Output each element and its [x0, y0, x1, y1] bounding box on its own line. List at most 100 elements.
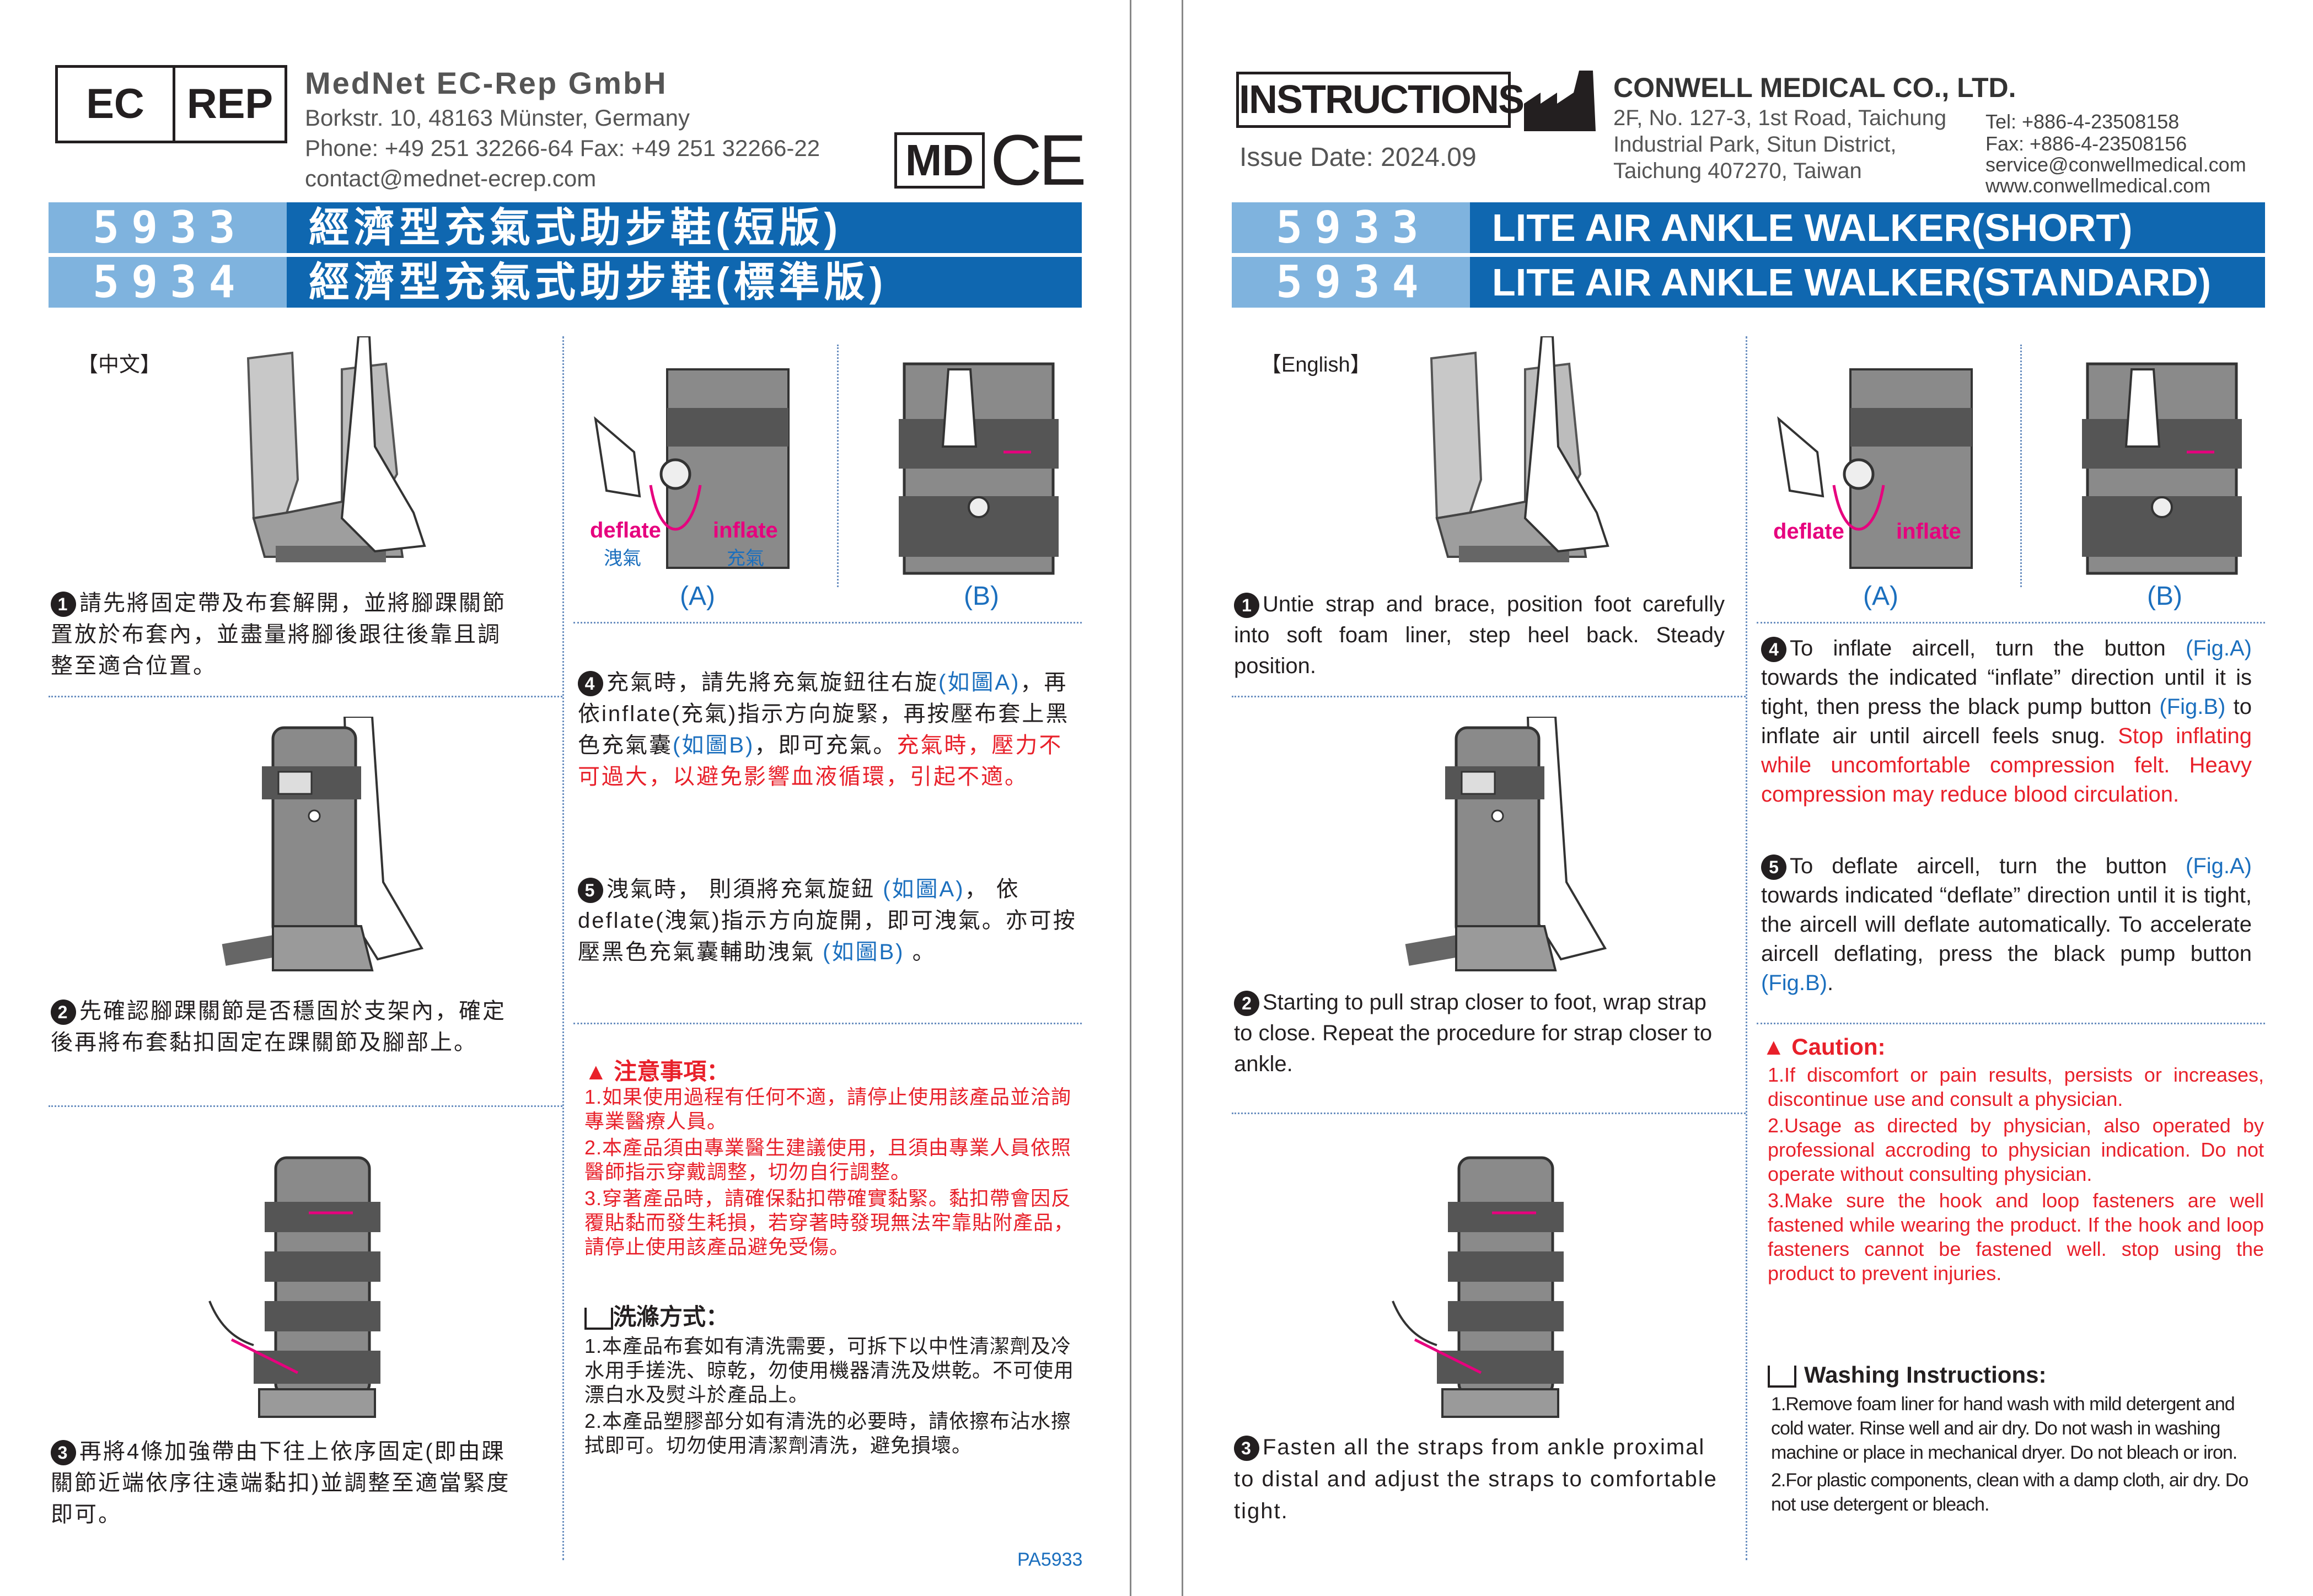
step4-fig-b-ref: (如圖B): [673, 733, 755, 757]
band-num-5933-en: 5933: [1232, 202, 1470, 253]
caution-item-en-2: 2.Usage as directed by physician, also o…: [1768, 1114, 2264, 1185]
caution-title-zh: 注意事項：: [614, 1058, 730, 1084]
step-divider-en-1: [1232, 696, 1746, 697]
step4-part-a-en: To inflate aircell, turn the button: [1790, 636, 2186, 660]
step3-body-en: Fasten all the straps from ankle proxima…: [1234, 1435, 1718, 1523]
step5-part-a: 洩氣時， 則須將充氣旋鈕: [607, 877, 883, 901]
step1-body: 請先將固定帶及布套解開，並將腳踝關節置放於布套內，並盡量將腳後跟往後靠且調整至適…: [51, 591, 506, 678]
step5-badge: 5: [578, 878, 603, 904]
manufacturer-website: www.conwellmedical.com: [1985, 174, 2211, 197]
caution-title-en: Caution:: [1791, 1034, 1886, 1060]
fig-b-caption: (B): [964, 582, 999, 611]
manufacturer-name: CONWELL MEDICAL CO., LTD.: [1613, 72, 2016, 103]
step3-body: 再將4條加強帶由下往上依序固定(即由踝關節近端依序往遠端黏扣)並調整至適當緊度即…: [51, 1439, 511, 1527]
fig-a-deflate: deflate: [590, 518, 661, 542]
manufacturer-address-1: 2F, No. 127-3, 1st Road, Taichung: [1613, 106, 1947, 130]
step4-badge: 4: [578, 671, 603, 697]
washing-heading-zh: 洗滌方式：: [584, 1298, 729, 1332]
band-title-standard-en: LITE AIR ANKLE WALKER(STANDARD): [1470, 257, 2265, 308]
step2-body: 先確認腳踝關節是否穩固於支架內，確定後再將布套黏扣固定在踝關節及腳部上。: [51, 999, 506, 1055]
wash-tub-icon-en: [1768, 1365, 1796, 1388]
step3-illustration-en: [1382, 1136, 1613, 1422]
step5-part-e: 。: [904, 940, 936, 964]
washing-item-1: 1.本產品布套如有清洗需要，可拆下以中性清潔劑及冷水用手搓洗、晾乾，勿使用機器清…: [584, 1335, 1075, 1406]
step5-part-c: ， 依deflate(洩氣)指示方向旋開，即可洩氣。亦可按壓黑色充氣囊輔助洩氣: [578, 877, 1077, 964]
step5-part-c-en: towards indicated “deflate” direction un…: [1761, 883, 2252, 966]
step4-part-c-en: towards the indicated “inflate” directio…: [1761, 665, 2252, 719]
step5-fig-b-ref: (如圖B): [823, 940, 905, 964]
caution-item-2: 2.本產品須由專業醫生建議使用，且須由專業人員依照醫師指示穿戴調整，切勿自行調整…: [584, 1136, 1072, 1183]
band-title-standard: 經濟型充氣式助步鞋(標準版): [287, 257, 1082, 308]
washing-list-zh: 1.本產品布套如有清洗需要，可拆下以中性清潔劑及冷水用手搓洗、晾乾，勿使用機器清…: [584, 1334, 1081, 1458]
language-label: 【中文】: [77, 353, 162, 377]
step-divider-2: [49, 1105, 562, 1107]
manufacturer-email: service@conwellmedical.com: [1985, 153, 2246, 176]
band-title-short: 經濟型充氣式助步鞋(短版): [287, 202, 1082, 253]
language-label-en: 【English】: [1260, 353, 1371, 377]
step3-illustration: [198, 1136, 430, 1422]
wash-tub-icon: [584, 1307, 613, 1330]
caution-item-en-3: 3.Make sure the hook and loop fasteners …: [1768, 1189, 2264, 1285]
ecrep-phone: Phone: +49 251 32266-64 Fax: +49 251 322…: [305, 135, 820, 161]
step-divider-4: [573, 1023, 1082, 1024]
fig-a-deflate-en: deflate: [1773, 519, 1844, 544]
fig-b-illustration-en: [2071, 347, 2253, 579]
caution-list-en: 1.If discomfort or pain results, persist…: [1768, 1063, 2264, 1286]
washing-item-en-2: 2.For plastic components, clean with a d…: [1771, 1470, 2248, 1515]
step4-part-e: ，即可充氣。: [754, 733, 897, 757]
figure-divider: [837, 345, 839, 587]
step3-badge-en: 3: [1234, 1436, 1259, 1461]
instructions-label: INSTRUCTIONS: [1236, 72, 1525, 128]
step4-fig-a-ref-en: (Fig.A): [2186, 636, 2252, 660]
washing-title-zh: 洗滌方式：: [613, 1304, 729, 1330]
page-gutter: [1131, 0, 1182, 1596]
step-divider-en-3: [1757, 622, 2265, 624]
band-num-5934: 5934: [49, 257, 287, 308]
step4-part-c: ，再依inflate(充氣)指示方向旋緊，再按壓布套上黑色充氣囊: [578, 670, 1070, 757]
step1-illustration-en: [1415, 336, 1646, 579]
ecrep-company-name: MedNet EC-Rep GmbH: [305, 66, 668, 100]
step4-part-a: 充氣時，請先將充氣旋鈕往右旋: [607, 670, 938, 695]
caution-heading-zh: ▲ 注意事項：: [584, 1053, 729, 1087]
step1-badge-en: 1: [1234, 593, 1259, 619]
washing-title-en: Washing Instructions:: [1804, 1362, 2047, 1388]
step4-badge-en: 4: [1761, 637, 1786, 663]
band-num-5934-en: 5934: [1232, 257, 1470, 308]
fig-a-caption-en: (A): [1863, 582, 1898, 611]
ecrep-address: Borkstr. 10, 48163 Münster, Germany: [305, 105, 690, 131]
column-divider-en: [1746, 336, 1747, 1560]
step2-badge: 2: [51, 999, 76, 1025]
washing-item-en-1: 1.Remove foam liner for hand wash with m…: [1771, 1394, 2237, 1463]
step4-fig-a-ref: (如圖A): [938, 670, 1021, 695]
figure-divider-en: [2020, 345, 2022, 587]
step4-warning: 充氣時，壓力不可過大，以避免影響血液循環，引起不適。: [578, 733, 1063, 789]
band-title-short-en: LITE AIR ANKLE WALKER(SHORT): [1470, 202, 2265, 253]
caution-item-1: 1.如果使用過程有任何不適，請停止使用該產品並洽詢專業醫療人員。: [584, 1086, 1072, 1132]
ce-mark: CE: [990, 120, 1087, 200]
step3-badge: 3: [51, 1440, 76, 1466]
step2-body-en: Starting to pull strap closer to foot, w…: [1234, 990, 1713, 1076]
manufacturer-icon: [1524, 71, 1601, 131]
warning-icon-en: ▲: [1762, 1034, 1785, 1060]
step5-fig-b-ref-en: (Fig.B): [1761, 971, 1827, 995]
caution-item-3: 3.穿著產品時，請確保黏扣帶確實黏緊。黏扣帶會因反覆貼黏而發生耗損，若穿著時發現…: [584, 1187, 1075, 1258]
issue-date: Issue Date: 2024.09: [1239, 143, 1477, 172]
step-divider-en-2: [1232, 1113, 1746, 1114]
manufacturer-address-3: Taichung 407270, Taiwan: [1613, 159, 1862, 183]
fig-a-inflate: inflate: [713, 518, 778, 542]
caution-item-en-1: 1.If discomfort or pain results, persist…: [1768, 1063, 2264, 1110]
step4-warning-en: Stop inflating while uncomfortable compr…: [1761, 724, 2252, 807]
band-num-5933: 5933: [49, 202, 287, 253]
fig-a-inflate-en: inflate: [1896, 519, 1961, 544]
step1-body-en: Untie strap and brace, position foot car…: [1234, 592, 1725, 678]
english-page: INSTRUCTIONS Issue Date: 2024.09 CONWELL…: [1182, 0, 2313, 1596]
